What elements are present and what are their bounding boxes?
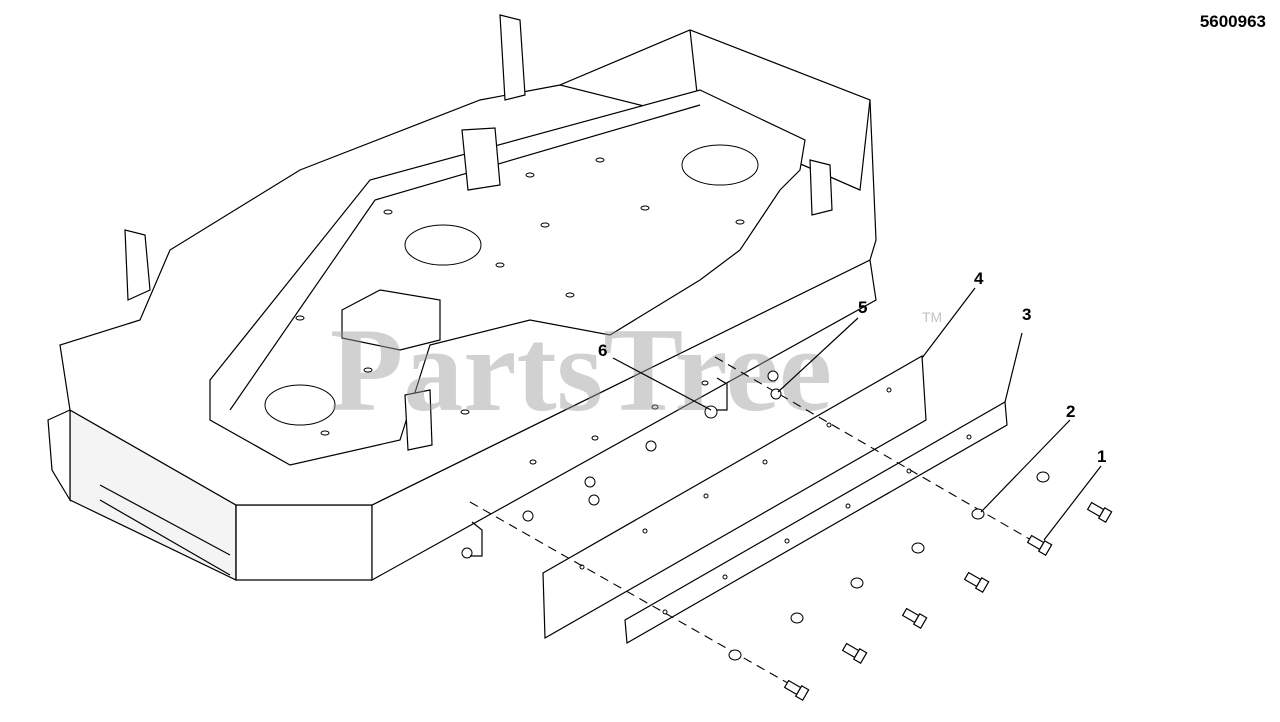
mower-deck (47, 14, 877, 582)
leader-lines (612, 287, 1102, 541)
deck-nuts (461, 440, 657, 559)
callout-1: 1 (1097, 447, 1106, 466)
deck-slots (295, 157, 745, 465)
part-4-baffle (542, 355, 927, 640)
callout-5: 5 (858, 298, 867, 317)
callout-6: 6 (598, 341, 607, 360)
callout-2: 2 (1066, 402, 1075, 421)
washers (728, 471, 1050, 661)
watermark-tm: TM (922, 309, 942, 325)
bolts (783, 501, 1113, 702)
part-3-strip (624, 401, 1008, 644)
callout-3: 3 (1022, 305, 1031, 324)
callout-4: 4 (974, 269, 984, 288)
watermark-text: PartsTree (330, 303, 832, 436)
assembly-lines (469, 356, 1046, 691)
diagram-part-number: 5600963 (1199, 12, 1266, 31)
callout-labels: 1 2 3 4 5 6 (598, 269, 1106, 466)
